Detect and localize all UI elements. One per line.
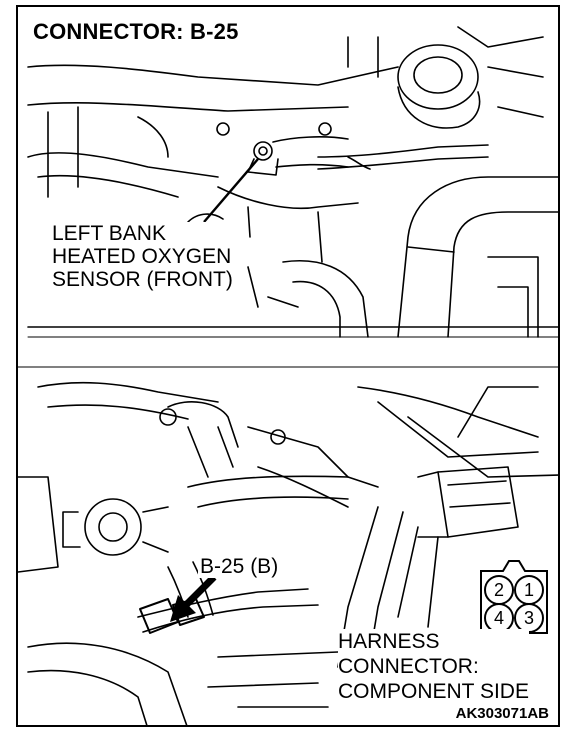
sensor-leader-line (203, 158, 259, 223)
connector-label: B-25 (B) (198, 555, 281, 578)
sensor-label: LEFT BANK HEATED OXYGEN SENSOR (FRONT) (52, 222, 233, 291)
harness-label: HARNESS CONNECTOR: COMPONENT SIDE (338, 629, 529, 704)
top-engine-view (27, 26, 558, 338)
harness-label-line-2: CONNECTOR: (338, 654, 529, 679)
sensor-label-line-3: SENSOR (FRONT) (52, 268, 233, 291)
sensor-label-line-1: LEFT BANK (52, 222, 233, 245)
pin-3: 3 (514, 603, 544, 633)
sensor-label-line-2: HEATED OXYGEN (52, 245, 233, 268)
harness-label-line-1: HARNESS (338, 629, 529, 654)
figure-code: AK303071AB (452, 705, 552, 722)
diagram-frame: CONNECTOR: B-25 LEFT BANK HEATED OXYGEN … (16, 5, 560, 727)
connector-pin-diagram: 2 1 4 3 (479, 559, 549, 635)
connector-arrow (170, 574, 217, 622)
diagram-title: CONNECTOR: B-25 (30, 19, 242, 45)
harness-label-line-3: COMPONENT SIDE (338, 679, 529, 704)
pin-2: 2 (484, 575, 514, 605)
pin-1: 1 (514, 575, 544, 605)
